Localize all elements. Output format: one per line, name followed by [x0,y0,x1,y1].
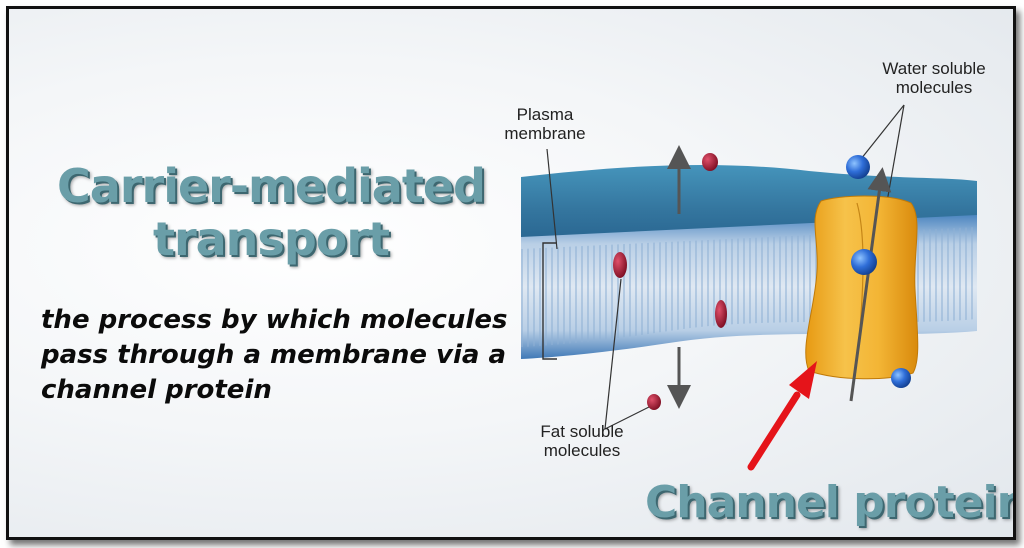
definition-line-1: the process by which molecules [41,305,508,335]
fat-leader-1 [604,278,622,430]
channel-flow-arrow [849,167,892,402]
definition-text: the process by which molecules pass thro… [41,303,521,408]
water-leader-1 [860,104,905,160]
pointer-arrow-shaft [747,391,801,471]
water-soluble-molecule [846,155,870,179]
channel-protein-label: Channel protein [645,477,1016,528]
water-soluble-label: Water soluble molecules [882,59,986,97]
slide-frame: Carrier-mediated transport the process b… [6,6,1016,540]
definition-line-2: pass through a membrane via a [41,340,507,370]
plasma-membrane-leader [546,148,558,250]
pointer-arrow-head [789,361,817,399]
fat-soluble-molecule [715,300,727,328]
definition-line-3: channel protein [41,375,272,405]
membrane-illustration [521,104,977,471]
slide-title-line-2: transport [152,212,390,266]
plasma-membrane-label: Plasma membrane [504,105,586,143]
membrane-bracket [542,242,557,360]
fat-soluble-label: Fat soluble molecules [540,422,624,460]
fat-leader-2 [604,406,650,430]
channel-protein [805,195,919,380]
water-soluble-molecule [891,368,911,388]
slide-title-line-1: Carrier-mediated [57,159,486,213]
fat-soluble-molecule [702,153,718,171]
fat-soluble-molecule [647,394,661,410]
fat-soluble-molecule [613,252,627,278]
water-soluble-molecule [851,249,877,275]
